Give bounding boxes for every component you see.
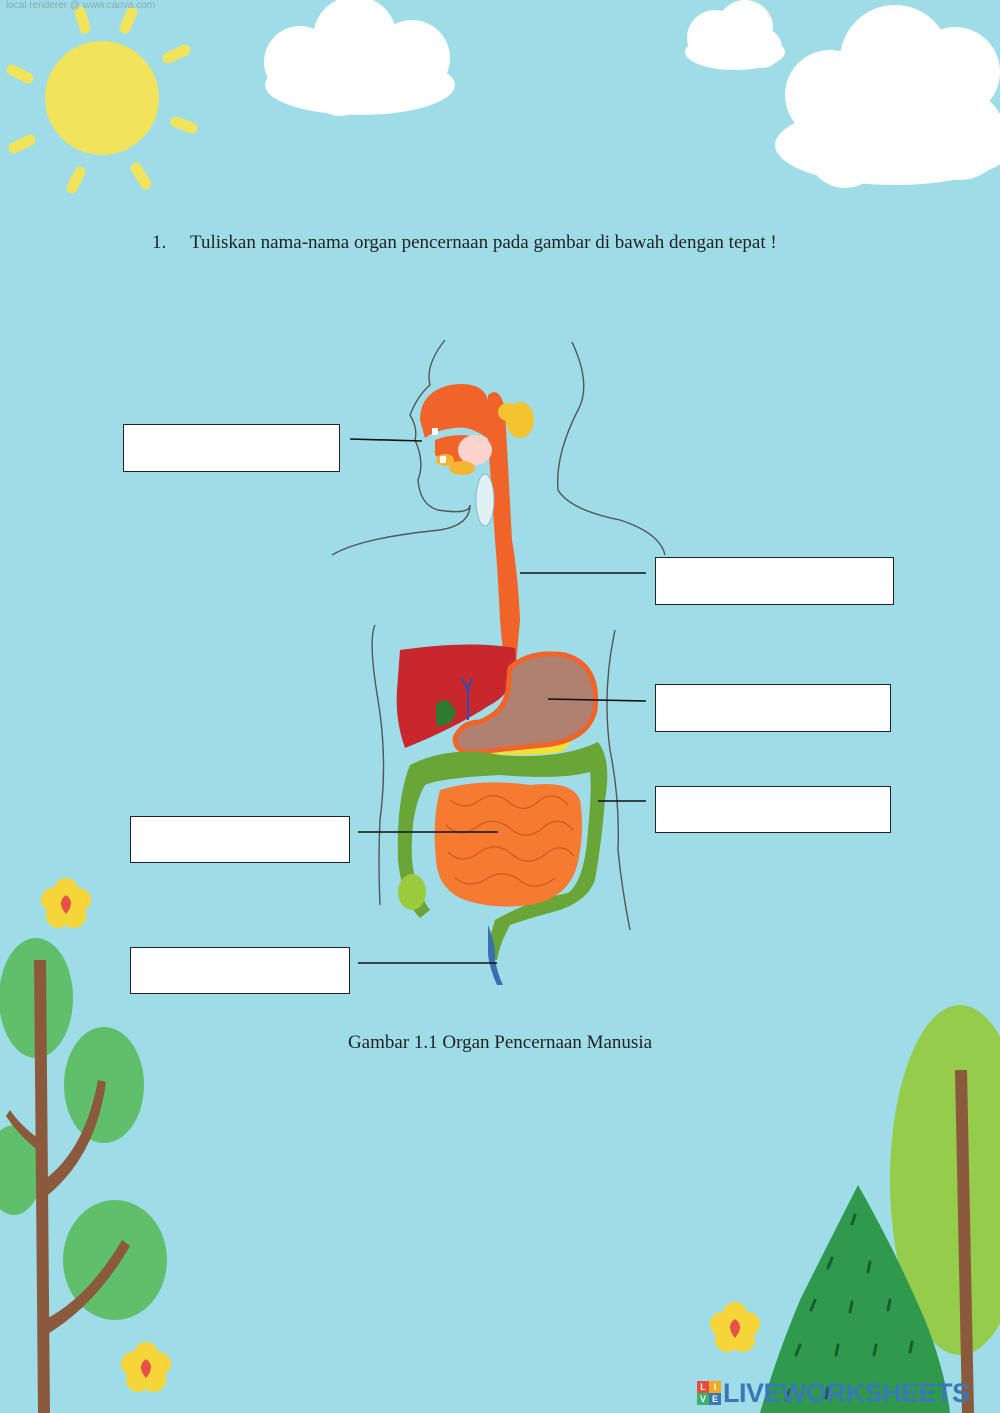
question-1: 1. Tuliskan nama-nama organ pencernaan pa…: [152, 232, 777, 254]
answer-box-small-intestine[interactable]: [130, 816, 350, 863]
answer-box-large-intestine[interactable]: [655, 786, 891, 833]
flower-icon: [121, 1342, 171, 1392]
answer-box-mouth[interactable]: [123, 424, 340, 472]
label-pointer-lines: [349, 438, 647, 964]
liveworksheets-logo-icon: L I V E: [697, 1381, 721, 1405]
answer-box-anus[interactable]: [130, 947, 350, 994]
flower-icon: [710, 1302, 760, 1352]
cloud-large-icon: [775, 5, 1000, 188]
body-outline: [331, 339, 666, 931]
answer-box-stomach[interactable]: [655, 684, 891, 732]
watermark: local renderer @ www.canva.com: [6, 0, 156, 11]
liveworksheets-brand[interactable]: L I V E LIVEWORKSHEETS: [697, 1378, 970, 1408]
liveworksheets-brand-text: LIVEWORKSHEETS: [723, 1377, 970, 1408]
tree-right-icon: [890, 1005, 1000, 1413]
figure-caption: Gambar 1.1 Organ Pencernaan Manusia: [347, 1032, 653, 1053]
digestive-system-diagram: [396, 384, 608, 985]
cloud-small-icon: [685, 0, 785, 70]
pine-tree-icon: [760, 1185, 950, 1413]
tree-left-icon: [0, 938, 167, 1413]
cloud-icon: [264, 0, 455, 116]
flower-icon: [41, 878, 91, 928]
question-text: Tuliskan nama-nama organ pencernaan pada…: [190, 232, 777, 253]
sun-icon: [6, 6, 198, 194]
answer-box-esophagus[interactable]: [655, 557, 894, 605]
question-number: 1.: [152, 232, 167, 253]
